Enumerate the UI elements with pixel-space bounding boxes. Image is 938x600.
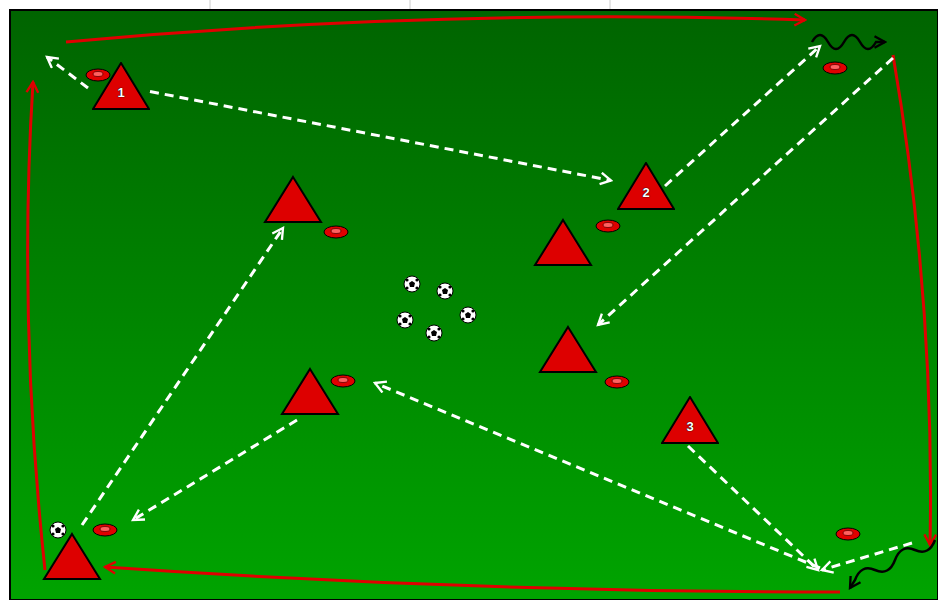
player-triangle: 3 xyxy=(661,396,719,444)
callout-number: 2 xyxy=(617,186,675,200)
player-triangle: 1 xyxy=(92,62,150,110)
player-triangle: 2 xyxy=(617,162,675,210)
callout-number: 3 xyxy=(661,420,719,434)
pass-arrow xyxy=(150,92,611,181)
callout-number: 1 xyxy=(92,86,150,100)
